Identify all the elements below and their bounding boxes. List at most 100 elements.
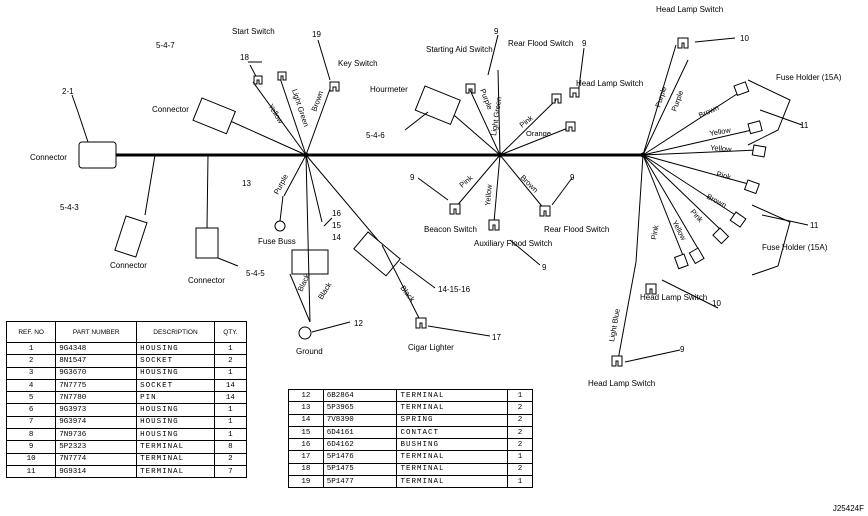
cell-description: TERMINAL xyxy=(396,388,509,403)
connector-5-4-7 xyxy=(192,97,237,135)
table-header-row: REF. NO PART NUMBER DESCRIPTION QTY. xyxy=(5,321,248,343)
head-lamp-terminal-top xyxy=(565,121,576,132)
cell-part-number: 6D4161 xyxy=(322,425,398,440)
wire-label-light-green-1: Light Green xyxy=(290,88,311,128)
header-ref-no: REF. NO xyxy=(5,321,57,343)
label-starting-aid-switch: Starting Aid Switch xyxy=(426,45,493,54)
label-auxiliary-flood-switch: Auxiliary Flood Switch xyxy=(474,239,552,248)
label-rear-flood-switch-top: Rear Flood Switch xyxy=(508,39,573,48)
connector-5-4-3 xyxy=(114,215,148,258)
wire-label-yellow-2: Yellow xyxy=(483,183,494,206)
wire-label-yellow-4: Yellow xyxy=(710,143,733,154)
label-ref-19: 19 xyxy=(312,30,321,39)
label-connector-lower: Connector xyxy=(188,276,225,285)
key-switch-terminal xyxy=(329,81,340,92)
label-head-lamp-switch-center: Head Lamp Switch xyxy=(576,79,643,88)
wire-label-purple-1: Purple xyxy=(272,173,290,196)
cell-qty: 1 xyxy=(507,450,533,464)
label-ref-13: 13 xyxy=(242,179,251,188)
cell-qty: 1 xyxy=(213,366,248,380)
cell-part-number: 6B2864 xyxy=(322,388,398,403)
wire-label-black-3: Black xyxy=(398,284,417,304)
cell-description: SOCKET xyxy=(136,378,215,393)
wire-label-pink-5: Pink xyxy=(649,224,660,240)
cell-ref: 1 xyxy=(5,341,57,356)
label-start-switch: Start Switch xyxy=(232,27,275,36)
fuse-cap-5 xyxy=(729,211,747,228)
cell-description: TERMINAL xyxy=(136,452,215,466)
cell-qty: 2 xyxy=(507,438,533,452)
aux-flood-terminal xyxy=(488,219,500,231)
cell-ref: 14 xyxy=(288,413,324,427)
cell-description: PIN xyxy=(136,391,215,405)
cell-qty: 2 xyxy=(213,452,248,466)
cell-ref: 15 xyxy=(288,425,324,440)
cell-description: BUSHING xyxy=(396,438,509,452)
connector-5-4-5 xyxy=(195,227,219,259)
label-ref-11-b: 11 xyxy=(810,221,819,230)
cell-ref: 6 xyxy=(5,403,57,417)
cell-ref: 16 xyxy=(288,438,324,452)
fuse-buss-terminal xyxy=(274,220,286,232)
cell-qty: 1 xyxy=(213,341,248,356)
cell-ref: 4 xyxy=(5,378,57,393)
cell-part-number: 9G3670 xyxy=(55,366,138,380)
cell-part-number: 5P2323 xyxy=(55,440,138,454)
label-ref-15: 15 xyxy=(332,221,341,230)
cell-qty: 8 xyxy=(213,440,248,454)
cell-description: SPRING xyxy=(396,413,509,427)
label-ref-2-1: 2-1 xyxy=(62,87,74,96)
cell-qty: 2 xyxy=(507,413,533,427)
wire-label-pink-1: Pink xyxy=(518,113,535,129)
label-hourmeter: Hourmeter xyxy=(370,85,408,94)
cell-part-number: 5P1476 xyxy=(322,450,398,464)
cell-ref: 7 xyxy=(5,415,57,430)
header-part-number: PART NUMBER xyxy=(55,321,138,343)
cigar-lighter-terminal xyxy=(415,317,427,329)
cell-part-number: 5P1477 xyxy=(322,475,398,489)
label-connector-upper: Connector xyxy=(152,105,189,114)
label-ref-9-a: 9 xyxy=(494,27,499,36)
header-description: DESCRIPTION xyxy=(136,321,215,343)
cell-ref: 9 xyxy=(5,440,57,454)
cell-qty: 2 xyxy=(507,401,533,415)
label-ref-10-a: 10 xyxy=(740,34,749,43)
cell-part-number: 7N9736 xyxy=(55,428,138,442)
label-ref-17: 17 xyxy=(492,333,501,342)
cell-qty: 1 xyxy=(507,388,533,403)
label-cigar-lighter: Cigar Lighter xyxy=(408,343,454,352)
label-head-lamp-switch-bottom: Head Lamp Switch xyxy=(588,379,655,388)
start-switch-terminal-2 xyxy=(277,71,287,81)
wire-label-pink-2: Pink xyxy=(458,173,475,189)
cell-description: TERMINAL xyxy=(136,464,215,479)
fuse-cap-7 xyxy=(688,247,705,265)
cell-part-number: 9G3974 xyxy=(55,415,138,430)
fuse-holder-left xyxy=(291,249,329,275)
label-ref-5-4-7: 5-4-7 xyxy=(156,41,175,50)
header-qty: QTY. xyxy=(213,321,248,343)
beacon-switch-terminal xyxy=(449,203,461,215)
cell-qty: 14 xyxy=(213,378,248,393)
label-ref-5-4-3: 5-4-3 xyxy=(60,203,79,212)
label-ref-14-15-16: 14-15-16 xyxy=(438,285,471,294)
cell-description: TERMINAL xyxy=(396,401,509,415)
starting-aid-terminal xyxy=(465,83,476,94)
cell-ref: 10 xyxy=(5,452,57,466)
head-lamp-switch-top-terminal xyxy=(677,37,689,49)
label-fuse-holder-top: Fuse Holder (15A) xyxy=(776,73,842,82)
label-rear-flood-switch-bottom: Rear Flood Switch xyxy=(544,225,609,234)
wire-label-brown-4: Brown xyxy=(705,192,728,210)
cell-qty: 7 xyxy=(213,464,248,479)
cell-ref: 11 xyxy=(5,464,57,479)
cell-description: TERMINAL xyxy=(396,475,509,489)
label-ref-18: 18 xyxy=(240,53,249,62)
